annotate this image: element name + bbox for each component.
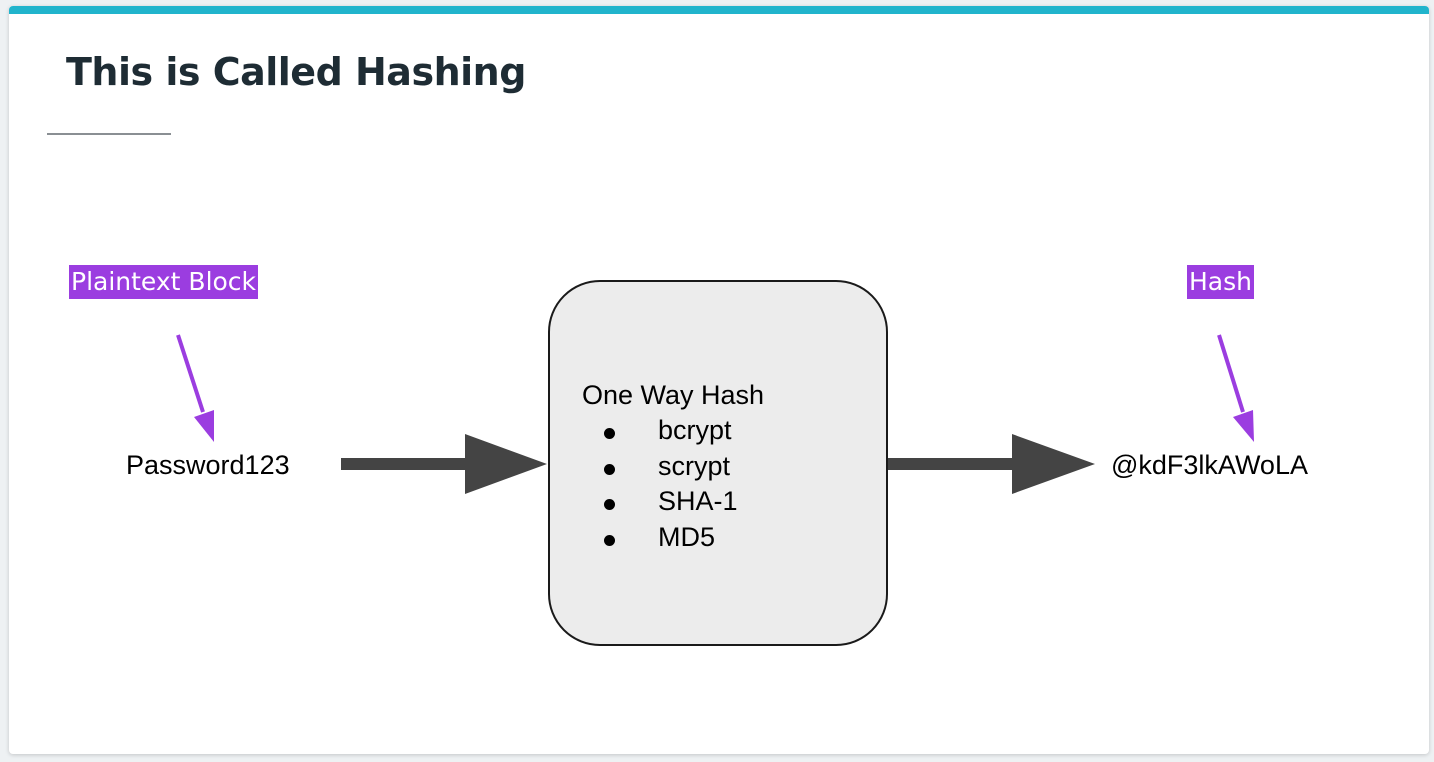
slide-accent-bar (9, 6, 1429, 14)
plaintext-block-tag: Plaintext Block (69, 265, 259, 299)
title-underline (47, 133, 171, 135)
bullet-icon (604, 534, 615, 546)
one-way-hash-box: One Way Hash bcrypt scrypt SHA-1 MD5 (548, 280, 888, 646)
hash-pointer-arrow (1217, 334, 1254, 442)
slide: This is Called Hashing Plaintext B (9, 6, 1429, 754)
hash-tag: Hash (1187, 265, 1254, 299)
bullet-icon (604, 428, 615, 439)
algorithm-label: scrypt (658, 450, 731, 481)
algorithm-label: MD5 (658, 521, 716, 552)
bullet-icon (604, 499, 615, 510)
plaintext-value: Password123 (126, 450, 290, 480)
input-flow-arrow (341, 434, 547, 494)
bullet-icon (604, 463, 615, 475)
output-flow-arrow (888, 434, 1095, 494)
slide-title: This is Called Hashing (66, 50, 526, 94)
plaintext-pointer-arrow (176, 334, 214, 442)
hash-box-title: One Way Hash (582, 380, 765, 410)
algorithm-label: SHA-1 (658, 486, 738, 516)
algorithm-label: bcrypt (658, 415, 732, 445)
diagram-arrows (176, 334, 1254, 494)
hash-output-value: @kdF3lkAWoLA (1111, 450, 1308, 480)
